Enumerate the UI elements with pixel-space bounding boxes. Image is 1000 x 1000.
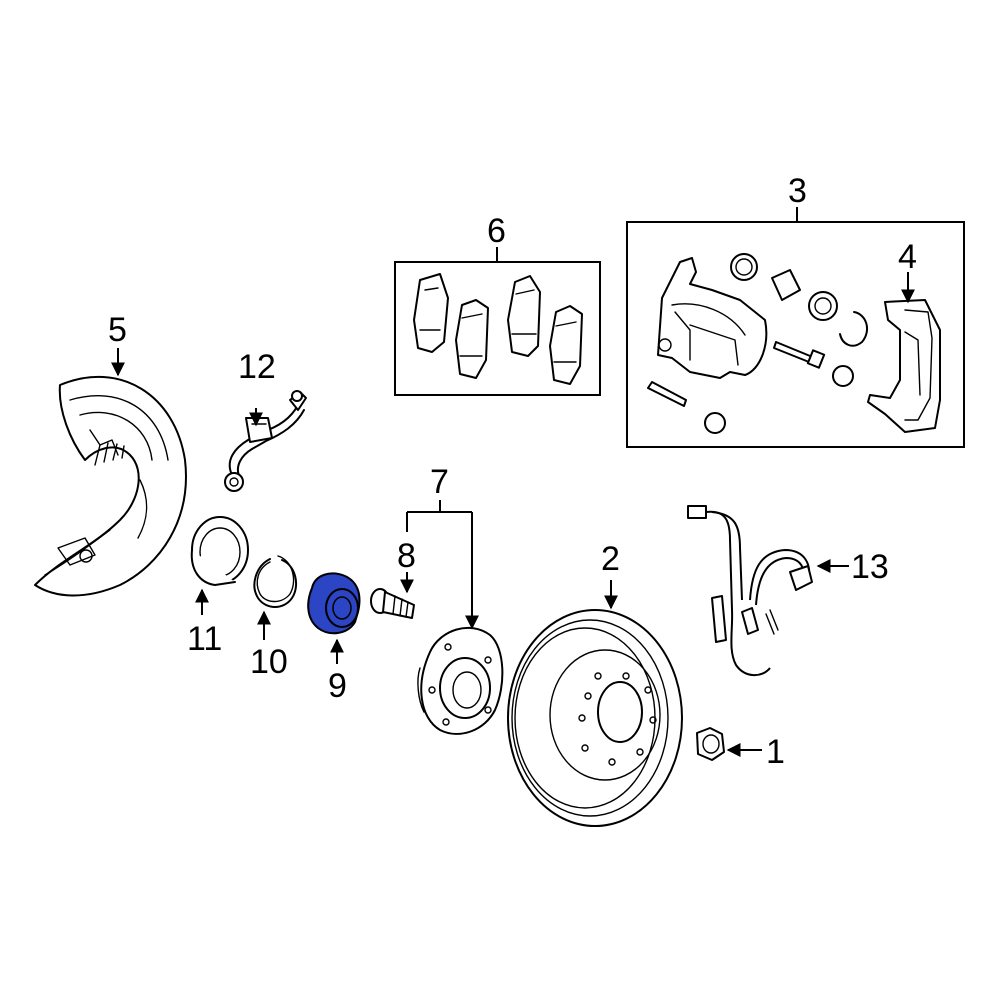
wheel-bearing-part[interactable] bbox=[307, 572, 361, 635]
bearing-bore bbox=[332, 596, 352, 620]
leader-lines bbox=[111, 207, 915, 757]
callout-4[interactable]: 4 bbox=[898, 238, 917, 276]
caliper-kit-box bbox=[626, 221, 965, 448]
brake-pads-part[interactable] bbox=[413, 273, 583, 385]
caliper-bracket-part[interactable] bbox=[867, 299, 941, 433]
brake-hose-part[interactable] bbox=[224, 390, 307, 492]
wheel-stud-part[interactable] bbox=[370, 588, 415, 619]
callout-10[interactable]: 10 bbox=[250, 643, 288, 681]
callout-3[interactable]: 3 bbox=[788, 172, 807, 210]
callout-5[interactable]: 5 bbox=[108, 311, 127, 349]
callout-6[interactable]: 6 bbox=[487, 212, 506, 250]
callout-7[interactable]: 7 bbox=[430, 463, 449, 501]
snap-ring-part[interactable] bbox=[253, 555, 298, 608]
callout-labels: 1 2 3 4 5 6 7 8 9 10 11 12 13 bbox=[108, 172, 917, 771]
dust-shield-part[interactable] bbox=[34, 375, 187, 597]
caliper-part[interactable] bbox=[647, 253, 869, 434]
callout-1[interactable]: 1 bbox=[766, 733, 785, 771]
callout-13[interactable]: 13 bbox=[851, 548, 889, 586]
callout-9[interactable]: 9 bbox=[328, 667, 347, 705]
lug-nut-part[interactable] bbox=[696, 727, 725, 761]
wheel-hub-part[interactable] bbox=[417, 626, 504, 735]
brake-rotor-part[interactable] bbox=[507, 609, 683, 827]
callout-12[interactable]: 12 bbox=[238, 348, 276, 386]
callout-8[interactable]: 8 bbox=[397, 537, 416, 575]
bearing-seal-part[interactable] bbox=[190, 516, 249, 586]
callout-2[interactable]: 2 bbox=[601, 540, 620, 578]
abs-sensor-part[interactable] bbox=[687, 505, 813, 677]
callout-11[interactable]: 11 bbox=[187, 620, 222, 658]
